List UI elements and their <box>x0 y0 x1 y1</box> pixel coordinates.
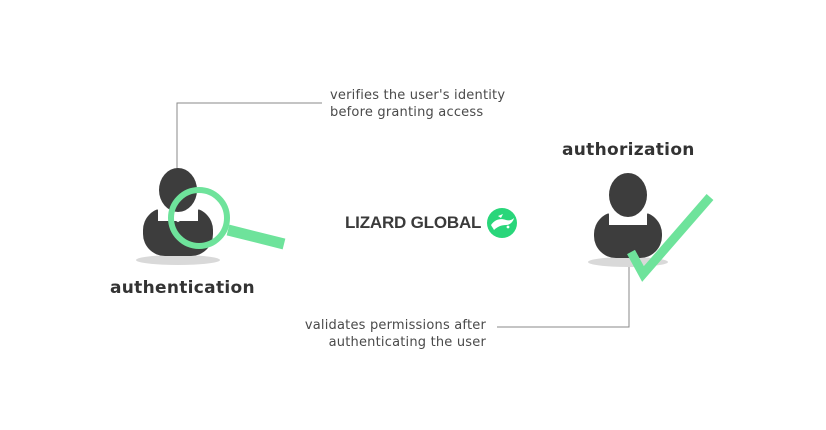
authentication-user-shadow <box>136 255 220 265</box>
lizard-logo-icon <box>487 208 518 238</box>
authorization-heading: authorization <box>562 140 695 160</box>
authorization-description-line2: authenticating the user <box>328 335 486 350</box>
brand: LIZARD GLOBAL <box>345 207 518 239</box>
magnifier-icon <box>168 187 286 250</box>
brand-name: LIZARD GLOBAL <box>345 213 482 232</box>
authentication-description-line1: verifies the user's identity <box>330 88 506 103</box>
authorization-description: validates permissions after authenticati… <box>305 317 486 351</box>
authorization-connector-line <box>497 262 630 328</box>
authentication-connector-line <box>176 102 322 172</box>
authentication-description: verifies the user's identity before gran… <box>330 87 505 121</box>
checkmark-icon <box>627 194 714 282</box>
authorization-user-icon <box>588 173 668 267</box>
authorization-description-line1: validates permissions after <box>304 318 486 333</box>
authorization-user-head <box>609 173 647 217</box>
authentication-heading: authentication <box>110 278 255 298</box>
authentication-description-line2: before granting access <box>330 105 484 120</box>
authentication-user-icon <box>136 168 220 265</box>
authentication-user-head <box>159 168 197 212</box>
